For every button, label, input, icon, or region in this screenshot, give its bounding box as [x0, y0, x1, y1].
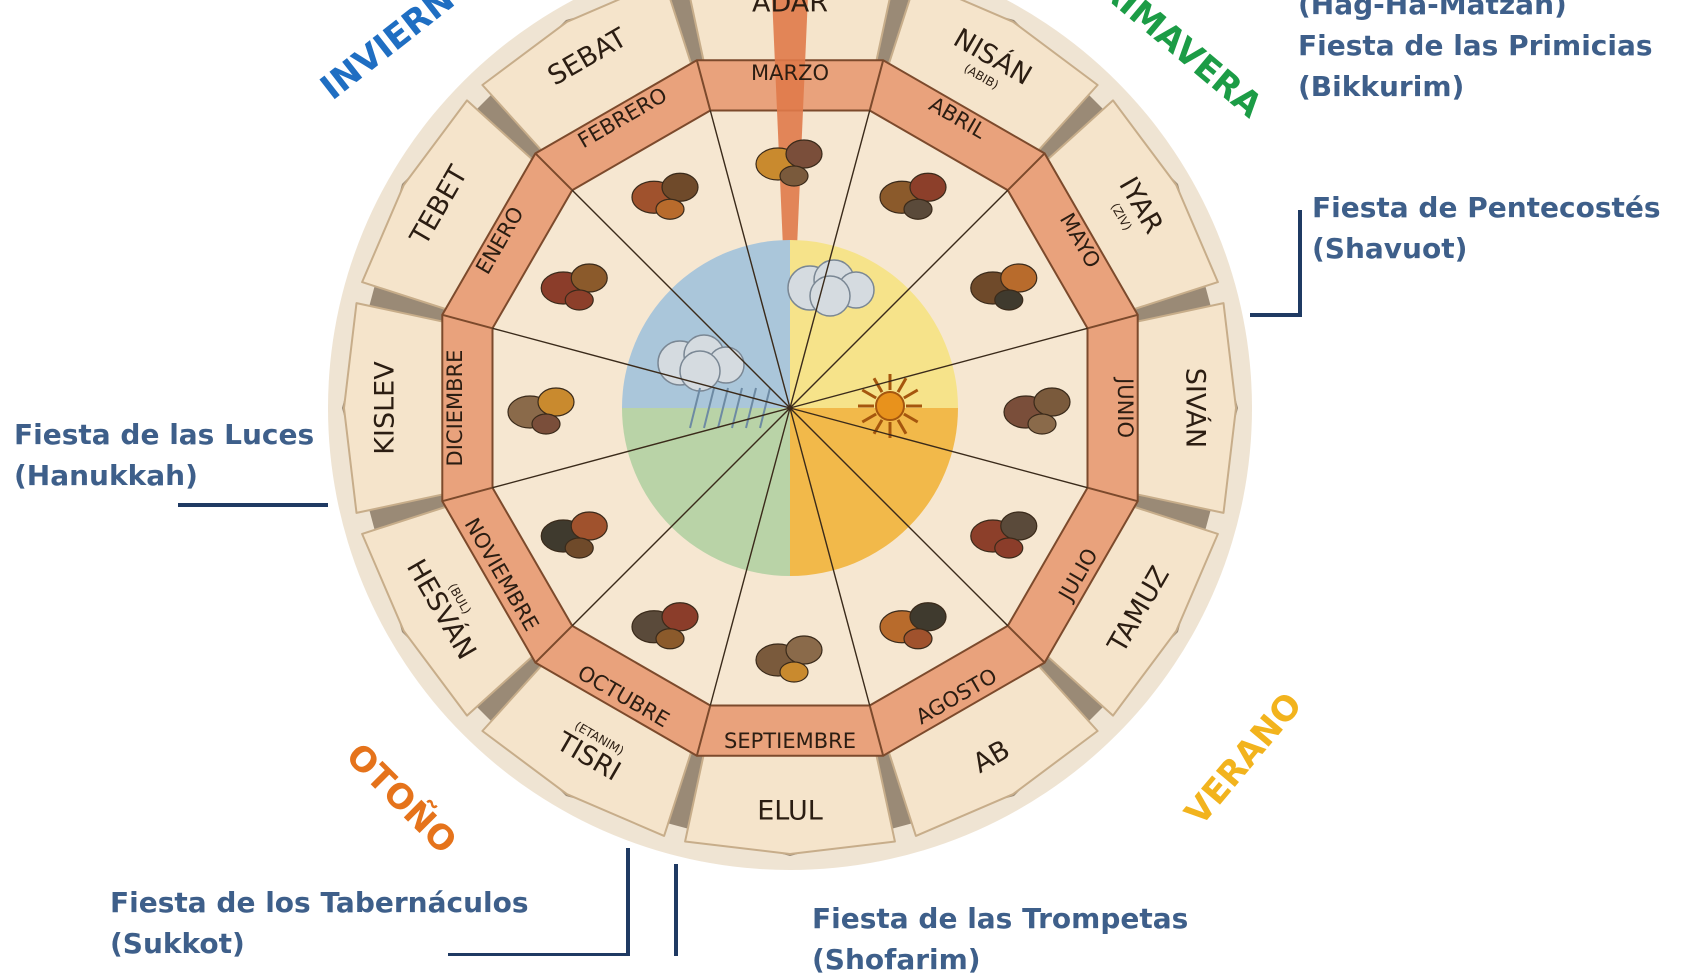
feast-passover-line3: (Bikkurim)	[1298, 66, 1653, 107]
feast-pentecost-line2: (Shavuot)	[1312, 228, 1661, 269]
leader-lights	[178, 503, 328, 507]
feast-trumpets: Fiesta de las Trompetas (Shofarim)	[812, 898, 1188, 980]
feast-lights-line1: Fiesta de las Luces	[14, 414, 314, 455]
leader-tabernacles-vertical	[626, 848, 630, 956]
leader-trumpets	[674, 864, 678, 956]
gregorian-month-label: MARZO	[751, 61, 829, 85]
feast-pentecost: Fiesta de Pentecostés (Shavuot)	[1312, 187, 1661, 269]
leader-pentecost-horizontal	[1250, 313, 1302, 317]
gregorian-month-label: DICIEMBRE	[443, 350, 467, 467]
feast-tabernacles-line1: Fiesta de los Tabernáculos	[110, 882, 529, 923]
feast-tabernacles-line2: (Sukkot)	[110, 923, 529, 964]
hebrew-month-label: ADAR	[752, 0, 828, 19]
feast-passover: (Hag-Ha-Matzah) Fiesta de las Primicias …	[1298, 0, 1653, 107]
feast-trumpets-line2: (Shofarim)	[812, 939, 1188, 980]
feast-tabernacles: Fiesta de los Tabernáculos (Sukkot)	[110, 882, 529, 964]
feast-passover-line2: Fiesta de las Primicias	[1298, 25, 1653, 66]
feast-passover-line1: (Hag-Ha-Matzah)	[1298, 0, 1653, 25]
feast-trumpets-line1: Fiesta de las Trompetas	[812, 898, 1188, 939]
hebrew-month-label: ELUL	[757, 796, 823, 827]
gregorian-month-label: JUNIO	[1113, 376, 1137, 438]
gregorian-month-label: SEPTIEMBRE	[724, 729, 856, 753]
feast-lights: Fiesta de las Luces (Hanukkah)	[14, 414, 314, 496]
feast-lights-line2: (Hanukkah)	[14, 455, 314, 496]
hebrew-month-label: KISLEV	[370, 361, 401, 455]
leader-pentecost-vertical	[1298, 210, 1302, 316]
feast-pentecost-line1: Fiesta de Pentecostés	[1312, 187, 1661, 228]
season-label-summer: VERANO	[1177, 685, 1310, 833]
season-label-autumn: OTOÑO	[338, 735, 465, 862]
hebrew-month-label: SIVÁN	[1180, 368, 1212, 449]
